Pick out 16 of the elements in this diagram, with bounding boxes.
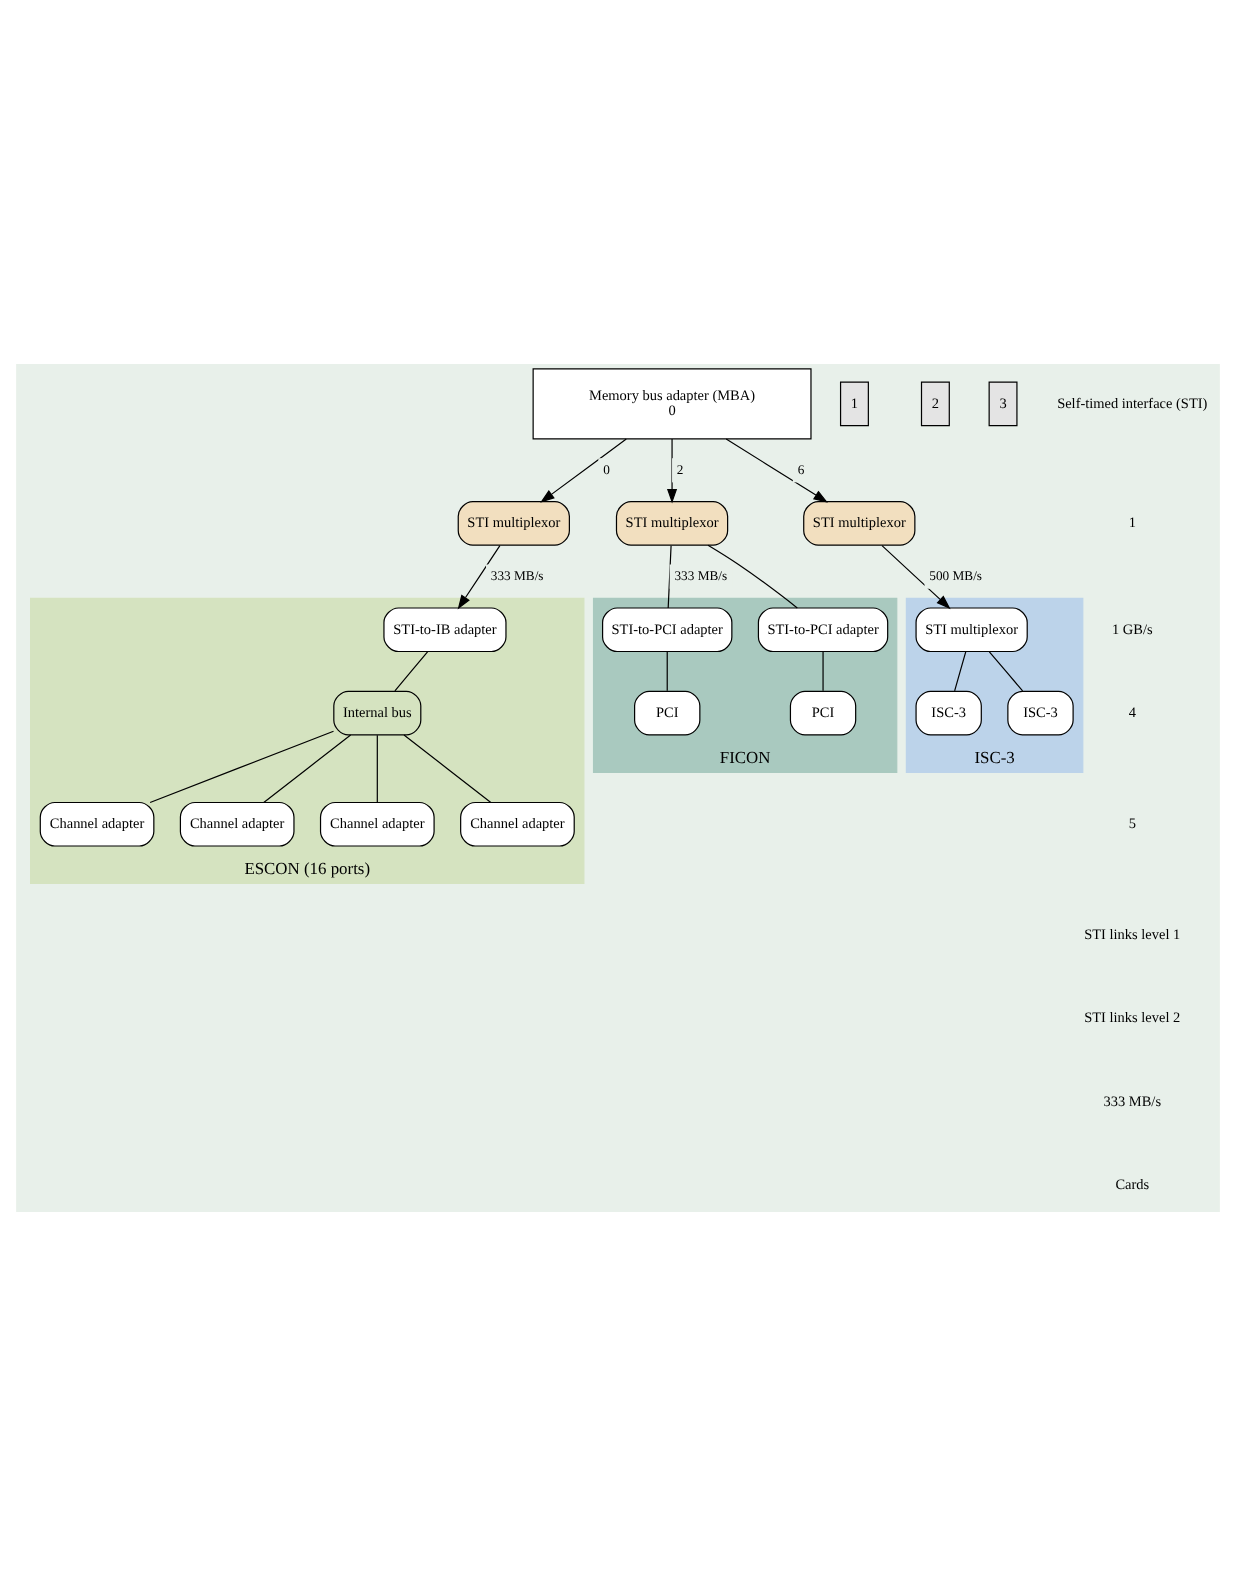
- connector: [954, 651, 967, 692]
- connector: [666, 651, 668, 692]
- connector: [988, 651, 1024, 692]
- connector: [707, 544, 798, 609]
- connector: [263, 734, 352, 803]
- arrow: [666, 438, 678, 504]
- arrow: [881, 545, 951, 610]
- arrow: [540, 438, 627, 503]
- connector: [394, 651, 429, 692]
- arrow: [457, 545, 501, 610]
- connector: [149, 730, 335, 804]
- connector: [822, 651, 824, 692]
- arrow: [725, 438, 828, 503]
- connector: [667, 545, 672, 609]
- connector: [376, 734, 378, 803]
- connector: [403, 734, 492, 803]
